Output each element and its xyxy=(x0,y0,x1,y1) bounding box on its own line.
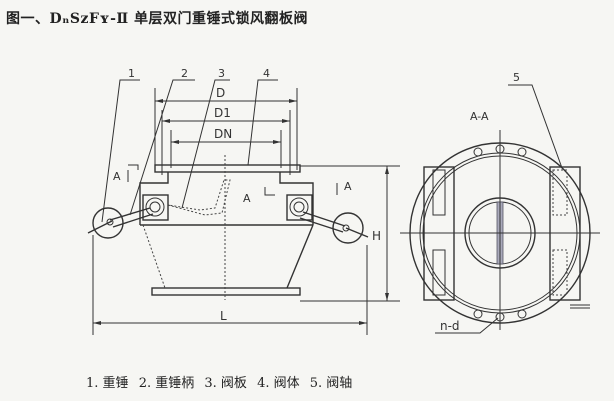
legend-item: 4. 阀体 xyxy=(257,376,300,391)
valve-plate xyxy=(167,179,231,216)
part-1-callout: 1 xyxy=(128,67,135,80)
dimension-h-label: H xyxy=(372,229,381,243)
counterweight-right xyxy=(332,212,364,244)
part-3-callout: 3 xyxy=(218,67,225,80)
part-4-callout: 4 xyxy=(263,67,270,80)
legend-item: 3. 阀板 xyxy=(204,376,247,391)
section-mark-a-right: A xyxy=(344,180,352,193)
top-flange xyxy=(154,164,301,173)
dimension-d-label: D xyxy=(216,86,225,100)
legend-item: 1. 重锤 xyxy=(86,376,129,391)
dimension-l-label: L xyxy=(220,309,227,323)
legend-item: 5. 阀轴 xyxy=(309,376,353,391)
bottom-flange xyxy=(151,287,301,296)
figure-title: 图一、DₙSzFʏ-Ⅱ 单层双门重锤式锁风翻板阀 xyxy=(6,11,309,27)
part-5-callout: 5 xyxy=(513,71,520,84)
section-mark-a-center: A xyxy=(243,192,251,205)
dimension-d1-label: D1 xyxy=(214,106,231,120)
legend-item: 2. 重锤柄 xyxy=(138,376,195,391)
bolt-holes-label: n-d xyxy=(440,319,460,333)
section-view: A-A 5 n-d xyxy=(400,71,600,334)
section-mark-a-left: A xyxy=(113,170,121,183)
parts-legend: 1. 重锤 2. 重锤柄 3. 阀板 4. 阀体 5. 阀轴 xyxy=(86,372,358,391)
section-view-label: A-A xyxy=(470,110,489,123)
part-2-callout: 2 xyxy=(181,67,188,80)
counterweight-left xyxy=(92,207,124,239)
front-view: D D1 DN xyxy=(87,67,400,335)
dimension-dn-label: DN xyxy=(214,127,232,141)
